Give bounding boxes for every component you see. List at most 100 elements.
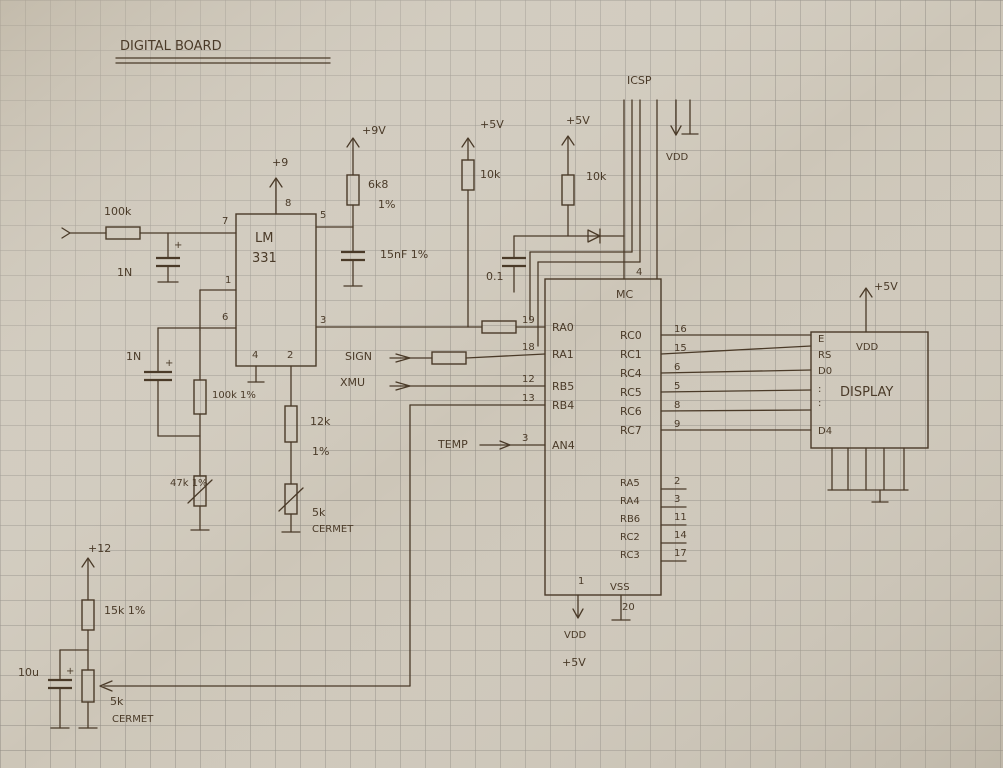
mcu-power: 1 VSS 20 VDD +5V <box>562 576 635 669</box>
lm331-pin4: 4 <box>252 350 258 361</box>
display-title: DISPLAY <box>840 385 893 400</box>
mcu-mc-num: 4 <box>636 267 642 278</box>
display-bus-wire <box>660 409 812 412</box>
temp-label: TEMP <box>437 438 468 451</box>
display-bus-wire <box>660 345 812 355</box>
icsp-vdd: VDD <box>666 152 689 163</box>
pot-5k-label: 5k <box>312 506 326 519</box>
mcu-left-pin-num: 3 <box>522 433 528 444</box>
signal-inputs: SIGN XMU TEMP <box>99 350 546 692</box>
display-pin-label: D0 <box>818 366 832 377</box>
icsp-label: ICSP <box>627 74 652 87</box>
display-body <box>810 331 929 449</box>
mcu-left-pin-label: AN4 <box>552 439 575 452</box>
mcu-spare-pin-label: RC3 <box>620 550 640 561</box>
mcu-pin1: 1 <box>578 576 584 587</box>
mcu-right-pin-num: 15 <box>674 343 687 354</box>
r-15k-label: 15k 1% <box>104 604 145 617</box>
lm331-pin5: 5 <box>320 210 326 221</box>
r-12k-tol: 1% <box>312 445 329 458</box>
mcu-body <box>544 278 662 596</box>
lm331-chip: LM 331 7 8 5 1 6 3 4 2 <box>222 198 326 367</box>
mcu-left-pin-num: 18 <box>522 342 535 353</box>
lm331-pin3: 3 <box>320 315 326 326</box>
integrator-network: + 1N 100k 1% 47k 1% <box>126 289 256 531</box>
mcu-mc: MC <box>616 288 633 301</box>
mcu-left-pin-label: RA1 <box>552 348 574 361</box>
r-100k-label: 100k 1% <box>212 390 256 401</box>
mcu-left-pin-label: RA0 <box>552 321 574 334</box>
mcu-left-pin-num: 13 <box>522 393 535 404</box>
supply-9v-pin8: +9 <box>269 156 288 215</box>
pot-5k-type: CERMET <box>312 524 354 535</box>
mcu-right-pin-label: RC7 <box>620 424 642 437</box>
mcu-right-pin-num: 9 <box>674 419 680 430</box>
c-in-label: 1N <box>117 266 132 279</box>
lm331-number: 331 <box>252 251 277 266</box>
mcu-spare-pin-label: RA4 <box>620 496 640 507</box>
mcu-right-pin-num: 5 <box>674 381 680 392</box>
lm331-name: LM <box>255 231 273 246</box>
diode <box>587 229 601 243</box>
display-vdd: VDD <box>856 342 879 353</box>
display-pin-label: : <box>818 398 821 409</box>
mcu-spare-pin-num: 11 <box>674 512 687 523</box>
mcu-pin20: 20 <box>622 602 635 613</box>
supply-9v-label: +9V <box>362 124 386 137</box>
input-network: 100k + 1N <box>61 205 237 283</box>
mcu-left-pin-num: 19 <box>522 315 535 326</box>
plus-mark-2: + <box>165 358 173 369</box>
lcd-display: DISPLAY VDD +5V <box>810 280 929 503</box>
mcu-right-pin-num: 8 <box>674 400 680 411</box>
mcu-right-pin-label: RC0 <box>620 329 642 342</box>
display-bus-wire <box>660 389 812 393</box>
bias-network: +12 15k 1% 5k CERMET + 10u <box>18 542 154 729</box>
c-1n-label: 1N <box>126 350 141 363</box>
pot-5k-b-label: 5k <box>110 695 124 708</box>
mcu-left-pin-num: 12 <box>522 374 535 385</box>
xmu-label: XMU <box>340 376 365 389</box>
mcu-spare-pin-num: 17 <box>674 548 687 559</box>
r-47k-label: 47k 1% <box>170 478 208 489</box>
display-pin-label: RS <box>818 350 831 361</box>
mcu-left-pin-label: RB5 <box>552 380 574 393</box>
supply-12-label: +12 <box>88 542 111 555</box>
mcu-right-pin-label: RC6 <box>620 405 642 418</box>
lm331-pin7: 7 <box>222 216 228 227</box>
plus-mark: + <box>174 240 182 251</box>
r-10k-b-label: 10k <box>586 170 607 183</box>
pot-5k-b-type: CERMET <box>112 714 154 725</box>
lm331-pin6: 6 <box>222 312 228 323</box>
pin2-network: 12k 1% 5k CERMET <box>278 365 354 535</box>
display-supply: +5V <box>874 280 898 293</box>
mcu-spare-pin-label: RC2 <box>620 532 640 543</box>
c-15n-label: 15nF 1% <box>380 248 428 261</box>
mcu-right-pin-label: RC4 <box>620 367 642 380</box>
timing-network: +9V 6k8 1% 15nF 1% <box>315 124 428 287</box>
mcu-spare-pin-label: RA5 <box>620 478 640 489</box>
lm331-pin1: 1 <box>225 275 231 286</box>
lm331-pin2: 2 <box>287 350 293 361</box>
r-6k8-tol: 1% <box>378 198 395 211</box>
r-12k-label: 12k <box>310 415 331 428</box>
mcu-right-pin-label: RC5 <box>620 386 642 399</box>
display-pin-label: D4 <box>818 426 832 437</box>
display-pin-label: : <box>818 384 821 395</box>
c-10u-label: 10u <box>18 666 39 679</box>
mcu-vdd: VDD <box>564 630 587 641</box>
mcu-spare-pin-label: RB6 <box>620 514 640 525</box>
reset-network: +5V 10k 0.1 ICSP VDD <box>486 74 699 347</box>
mcu-spare-pin-num: 2 <box>674 476 680 487</box>
plus-mark-3: + <box>66 666 74 677</box>
mcu-vss: VSS <box>610 582 630 593</box>
supply-9-label: +9 <box>272 156 288 169</box>
lm331-pin8: 8 <box>285 198 291 209</box>
page-title: DIGITAL BOARD <box>120 39 222 54</box>
r-10k-a-label: 10k <box>480 168 501 181</box>
r-6k8-label: 6k8 <box>368 178 388 191</box>
